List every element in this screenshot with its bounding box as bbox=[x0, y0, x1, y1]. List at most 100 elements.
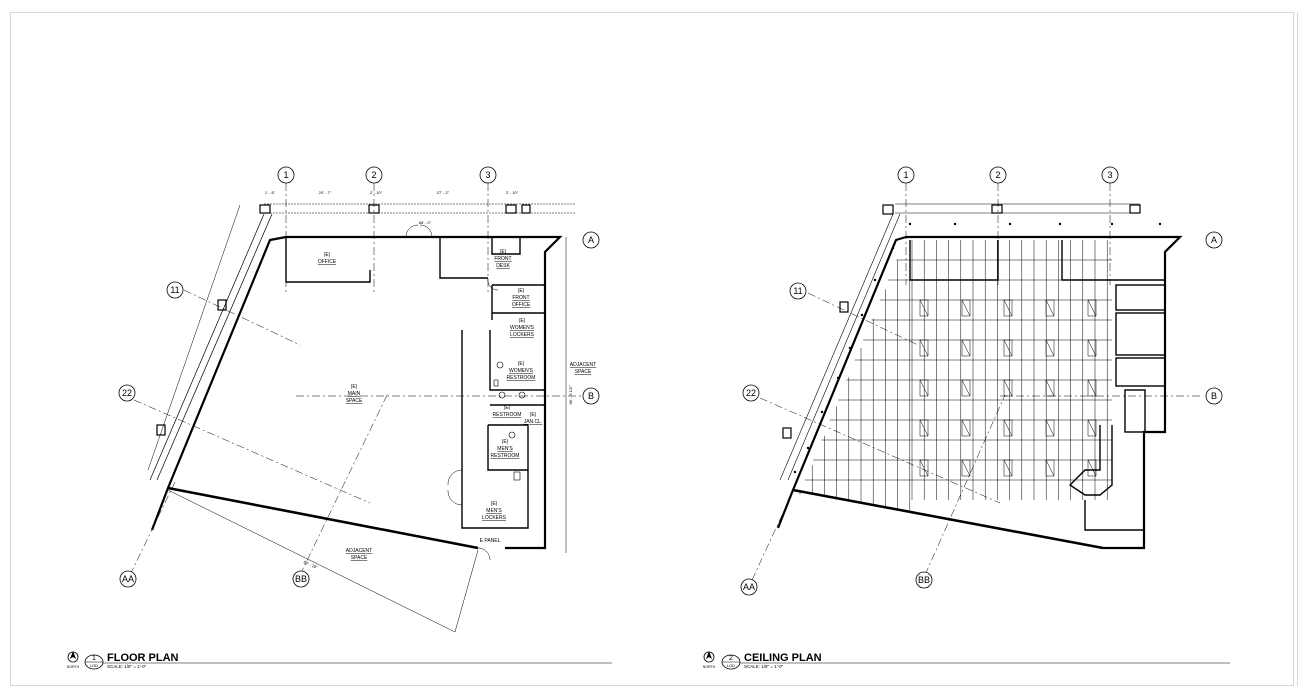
room-name-mens-restroom-2: RESTROOM bbox=[491, 453, 520, 459]
light-fixture-diagonal bbox=[1087, 379, 1097, 397]
room-name-womens-restroom-2: RESTROOM bbox=[507, 375, 536, 381]
ceiling-dot bbox=[848, 346, 852, 350]
room-prefix: (E) bbox=[351, 384, 358, 390]
bubble-label: 1 bbox=[903, 170, 908, 180]
light-fixture bbox=[961, 379, 971, 397]
room-name-mens-lockers: MEN'S bbox=[486, 508, 502, 514]
light-fixture bbox=[961, 339, 971, 357]
bubble-label: 2 bbox=[995, 170, 1000, 180]
bubble-label: 3 bbox=[485, 170, 490, 180]
light-fixture bbox=[1003, 339, 1013, 357]
ceiling-dot bbox=[820, 410, 824, 414]
ceiling-light-dots bbox=[793, 222, 1162, 474]
ceiling-exterior-walls bbox=[776, 235, 1183, 550]
floor-grid-bubbles bbox=[118, 166, 600, 588]
view-sheet-ref: LOD bbox=[90, 663, 98, 668]
room-name-front-office-2: OFFICE bbox=[512, 302, 531, 308]
room-prefix: (E) bbox=[518, 361, 525, 367]
ceiling-plan-title: CEILING PLAN bbox=[744, 652, 822, 664]
dimension-text: 65' - 10" bbox=[303, 559, 319, 570]
adjacent-space-right: ADJACENT bbox=[570, 362, 596, 368]
light-fixture bbox=[961, 299, 971, 317]
light-fixture-diagonal bbox=[961, 299, 971, 317]
room-name-mens-restroom: MEN'S bbox=[497, 446, 513, 452]
room-prefix: (E) bbox=[500, 249, 507, 255]
bubble-label: BB bbox=[918, 575, 930, 585]
floor-fixtures bbox=[493, 361, 526, 481]
light-fixture-diagonal bbox=[1003, 379, 1013, 397]
room-name-womens-restroom: WOMEN'S bbox=[509, 368, 534, 374]
ceiling-gridlines bbox=[751, 183, 1203, 581]
bubble-label: 1 bbox=[283, 170, 288, 180]
bubble-label: AA bbox=[743, 582, 755, 592]
dimension-text: 1' - 6" bbox=[265, 190, 276, 195]
light-fixture-diagonal bbox=[919, 299, 929, 317]
room-name-office: OFFICE bbox=[318, 259, 337, 265]
light-fixture-diagonal bbox=[1003, 299, 1013, 317]
floor-frontage bbox=[149, 213, 273, 481]
adjacent-space-bottom: ADJACENT bbox=[346, 548, 372, 554]
grid-bubble-22 bbox=[118, 384, 136, 402]
bubble-label: 3 bbox=[1107, 170, 1112, 180]
light-fixture bbox=[1087, 459, 1097, 477]
grid-bubble-2 bbox=[365, 166, 383, 184]
ceiling-top-structure bbox=[779, 203, 1141, 481]
ceiling-dot bbox=[793, 470, 797, 474]
room-prefix: (E) bbox=[502, 439, 509, 445]
bubble-label: B bbox=[1211, 391, 1217, 401]
ceiling-dot bbox=[1058, 222, 1062, 226]
light-fixture bbox=[919, 339, 929, 357]
view-sheet-ref: LOD bbox=[727, 663, 735, 668]
light-fixture bbox=[1087, 419, 1097, 437]
room-prefix: (E) bbox=[504, 405, 511, 411]
ceiling-grid-bubble-labels: 1 2 3 A B 11 22 AA BB bbox=[743, 170, 1217, 592]
grid-bubble-a bbox=[582, 231, 600, 249]
dimension-text: 2' - 10" bbox=[370, 190, 383, 195]
room-prefix: (E) bbox=[491, 501, 498, 507]
light-fixture-diagonal bbox=[919, 419, 929, 437]
bubble-label: AA bbox=[122, 574, 134, 584]
light-fixture-diagonal bbox=[1045, 379, 1055, 397]
floor-diag-dimension bbox=[147, 204, 567, 633]
floor-plan-scale: SCALE: 1/8" = 1'-0" bbox=[107, 664, 147, 669]
dimension-text: 2' - 10" bbox=[506, 190, 519, 195]
light-fixture bbox=[1045, 339, 1055, 357]
room-name-womens-lockers-2: LOCKERS bbox=[510, 332, 535, 338]
light-fixture bbox=[1003, 299, 1013, 317]
dimension-text: 68' - 3 1/2" bbox=[568, 385, 573, 405]
light-fixture-diagonal bbox=[1003, 459, 1013, 477]
ceiling-dot bbox=[891, 246, 895, 250]
bubble-label: BB bbox=[295, 574, 307, 584]
grid-bubble-b bbox=[582, 387, 600, 405]
e-panel-label: E PANEL bbox=[480, 538, 501, 544]
floor-title-block: NORTH 1 LOD FLOOR PLAN SCALE: 1/8" = 1'-… bbox=[67, 651, 612, 670]
ceiling-room-outlines bbox=[909, 240, 1166, 531]
ceiling-dot bbox=[1158, 222, 1162, 226]
room-name-womens-lockers: WOMEN'S bbox=[510, 325, 535, 331]
view-number: 2 bbox=[729, 655, 733, 662]
light-fixture-diagonal bbox=[961, 419, 971, 437]
room-name-jan-cl: JAN.CL. bbox=[524, 419, 543, 425]
bubble-label: A bbox=[1211, 235, 1217, 245]
bubble-label: 22 bbox=[122, 388, 132, 398]
room-name-main-space-2: SPACE bbox=[346, 398, 363, 404]
floor-interior-walls bbox=[285, 237, 545, 529]
light-fixture-diagonal bbox=[919, 459, 929, 477]
ceiling-dot bbox=[953, 222, 957, 226]
room-prefix: (E) bbox=[530, 412, 537, 418]
bubble-label: A bbox=[588, 235, 594, 245]
grid-bubble-aa bbox=[119, 570, 137, 588]
ceiling-dot bbox=[836, 376, 840, 380]
light-fixture bbox=[961, 459, 971, 477]
light-fixture-diagonal bbox=[1003, 419, 1013, 437]
light-fixture bbox=[1003, 459, 1013, 477]
room-name-main-space: MAIN bbox=[348, 391, 361, 397]
sheet-edge-line bbox=[1297, 12, 1298, 686]
ceiling-plan-scale: SCALE: 1/8" = 1'-0" bbox=[744, 664, 784, 669]
floor-dimensions: 1' - 6" 20' - 7" 2' - 10" 27' - 2" 2' - … bbox=[265, 190, 573, 570]
light-fixture bbox=[919, 419, 929, 437]
adjacent-space-bottom-2: SPACE bbox=[351, 555, 368, 561]
bubble-label: B bbox=[588, 391, 594, 401]
floor-plan-title: FLOOR PLAN bbox=[107, 652, 179, 664]
